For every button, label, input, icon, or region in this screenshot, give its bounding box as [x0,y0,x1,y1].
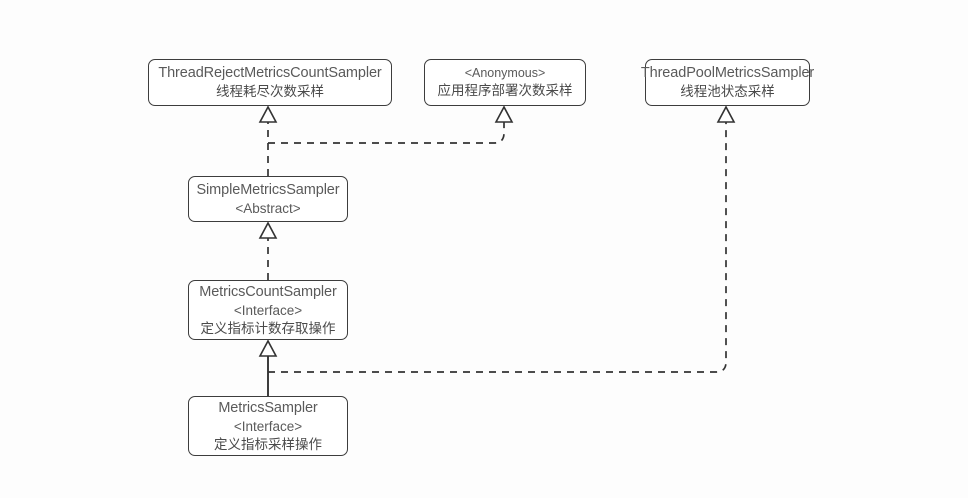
class-box-thread-reject-metrics-count-sampler[interactable]: ThreadRejectMetricsCountSampler 线程耗尽次数采样 [148,59,392,106]
class-stereotype: <Interface> [233,418,303,434]
hollow-triangle-arrow [716,105,736,123]
edge-simple-to-anonymous [268,105,514,144]
edge-metricssampler-to-metricscount [258,339,278,396]
class-description: 应用程序部署次数采样 [437,82,573,98]
class-name: SimpleMetricsSampler [196,181,340,198]
class-box-anonymous[interactable]: <Anonymous> 应用程序部署次数采样 [424,59,586,106]
class-description: 定义指标采样操作 [214,436,322,452]
class-description: 线程耗尽次数采样 [216,84,324,100]
edge-metricscount-to-simple [258,221,278,280]
edge-metricssampler-to-threadpool [268,105,736,373]
class-stereotype: <Anonymous> [464,66,546,81]
class-box-metrics-count-sampler[interactable]: MetricsCountSampler <Interface> 定义指标计数存取… [188,280,348,340]
class-name: MetricsSampler [218,399,318,416]
edge-simple-to-threadreject [258,105,278,176]
class-name: ThreadRejectMetricsCountSampler [158,65,382,82]
class-description: 线程池状态采样 [680,84,775,100]
hollow-triangle-arrow [494,105,514,123]
hollow-triangle-arrow [258,339,278,357]
hollow-triangle-arrow [258,105,278,123]
class-stereotype: <Abstract> [235,200,301,216]
class-stereotype: <Interface> [233,302,303,318]
hollow-triangle-arrow [258,221,278,239]
class-box-simple-metrics-sampler[interactable]: SimpleMetricsSampler <Abstract> [188,176,348,222]
class-box-metrics-sampler[interactable]: MetricsSampler <Interface> 定义指标采样操作 [188,396,348,456]
class-name: MetricsCountSampler [199,283,337,300]
class-description: 定义指标计数存取操作 [200,320,336,336]
class-box-thread-pool-metrics-sampler[interactable]: ThreadPoolMetricsSampler 线程池状态采样 [641,59,814,106]
class-name: ThreadPoolMetricsSampler [640,65,815,82]
